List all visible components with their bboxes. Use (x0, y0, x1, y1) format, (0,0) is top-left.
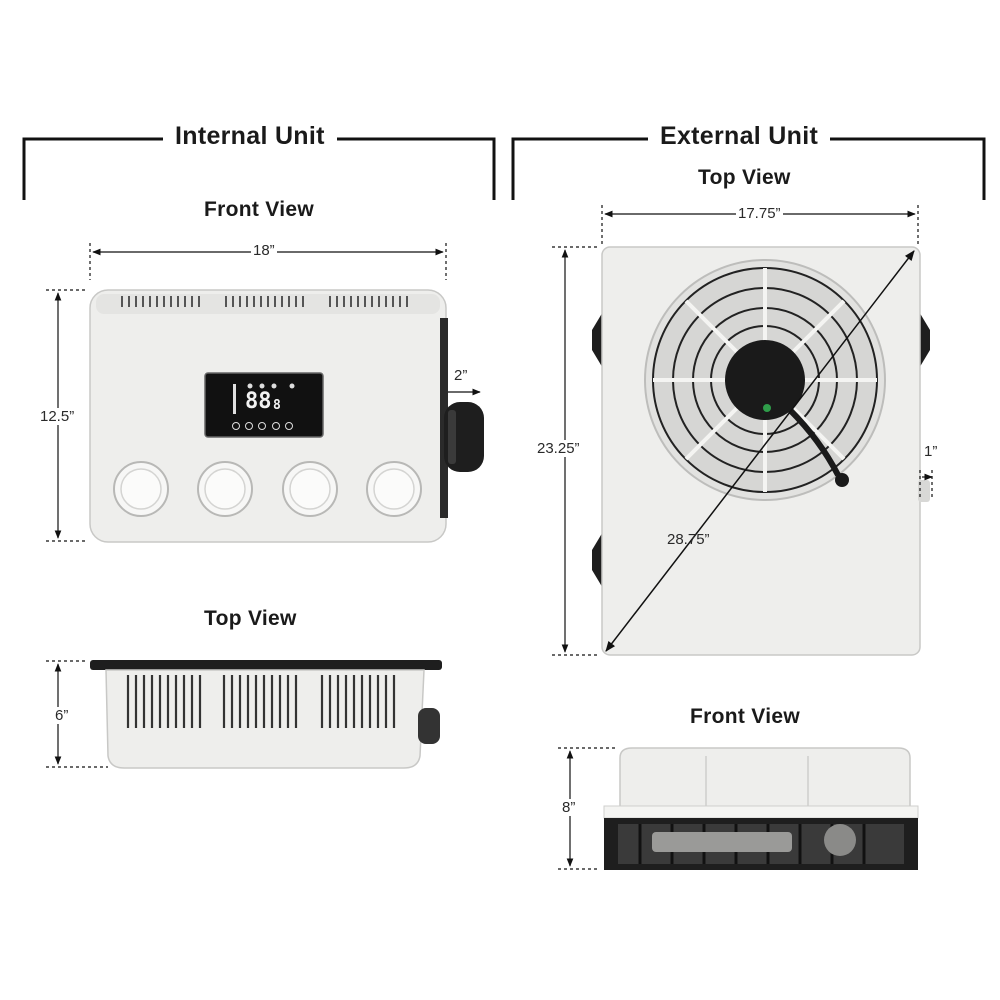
internal-depth-label: 6” (53, 707, 71, 724)
display-digits: 88 (245, 389, 272, 414)
internal-top-unit (90, 660, 442, 769)
internal-front-view-title: Front View (204, 198, 314, 221)
internal-width-label: 18” (251, 242, 277, 259)
external-top-view-title: Top View (698, 166, 791, 189)
internal-height-label: 12.5” (38, 408, 77, 425)
external-height-label: 23.25” (535, 440, 582, 457)
external-front-height-label: 8” (560, 799, 578, 816)
display-small-digit: 8 (273, 398, 281, 413)
external-front-unit (603, 747, 919, 870)
external-diagonal-dimension (605, 250, 915, 652)
control-display-panel (204, 372, 324, 438)
external-width-label: 17.75” (736, 205, 783, 222)
internal-protrusion-label: 2” (452, 367, 470, 384)
external-unit-title: External Unit (648, 122, 831, 151)
internal-unit-title: Internal Unit (163, 122, 337, 151)
external-front-view-title: Front View (690, 705, 800, 728)
external-protrusion-label: 1” (922, 443, 940, 460)
internal-top-view-title: Top View (204, 607, 297, 630)
external-top-unit (592, 246, 930, 656)
external-diagonal-label: 28.75” (667, 531, 710, 548)
external-protrusion-dimension (919, 470, 933, 500)
